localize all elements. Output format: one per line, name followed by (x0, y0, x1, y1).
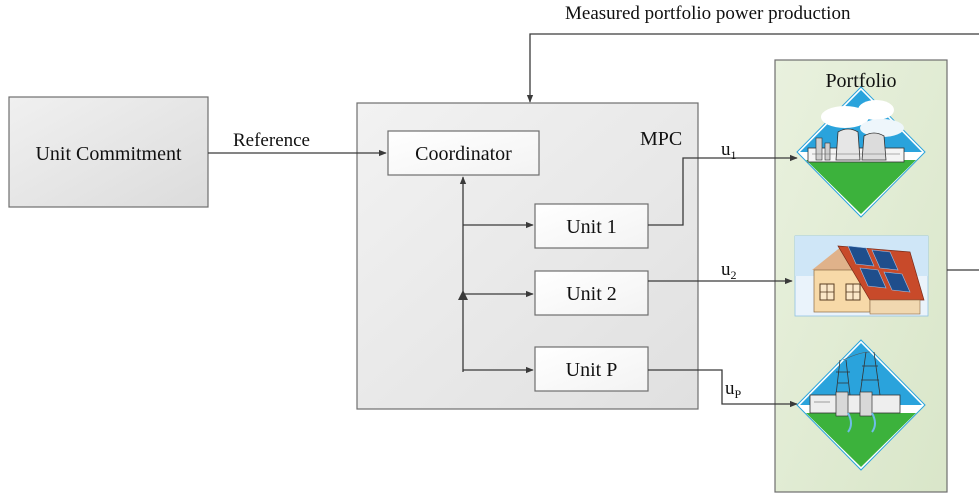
u2-connector: u2 (648, 259, 793, 285)
unit-p-label: Unit P (566, 359, 618, 381)
unit-p-box: Unit P (534, 346, 649, 392)
unit-commitment-label: Unit Commitment (35, 143, 182, 165)
mpc-label: MPC (640, 128, 682, 150)
unit-commitment-box: Unit Commitment (8, 96, 209, 208)
solar-house-icon (794, 235, 929, 317)
reference-label: Reference (233, 130, 310, 151)
coordinator-box: Coordinator (387, 130, 540, 176)
portfolio-title: Portfolio (825, 70, 896, 92)
feedback-connector: Measured portfolio power production (526, 3, 979, 271)
unit-1-label: Unit 1 (566, 216, 617, 238)
u1-label: u1 (721, 139, 737, 162)
feedback-label: Measured portfolio power production (565, 3, 851, 24)
u2-label: u2 (721, 259, 737, 282)
up-label: uP (725, 378, 742, 401)
u1-connector: u1 (648, 139, 798, 226)
hydro-dam-icon (796, 339, 926, 471)
power-plant-icon (796, 86, 926, 218)
unit-1-box: Unit 1 (534, 203, 649, 249)
internal-bus (458, 176, 534, 374)
coordinator-label: Coordinator (415, 143, 512, 165)
up-connector: uP (648, 369, 798, 408)
unit-2-label: Unit 2 (566, 283, 617, 305)
unit-2-box: Unit 2 (534, 270, 649, 316)
reference-connector: Reference (208, 130, 387, 157)
